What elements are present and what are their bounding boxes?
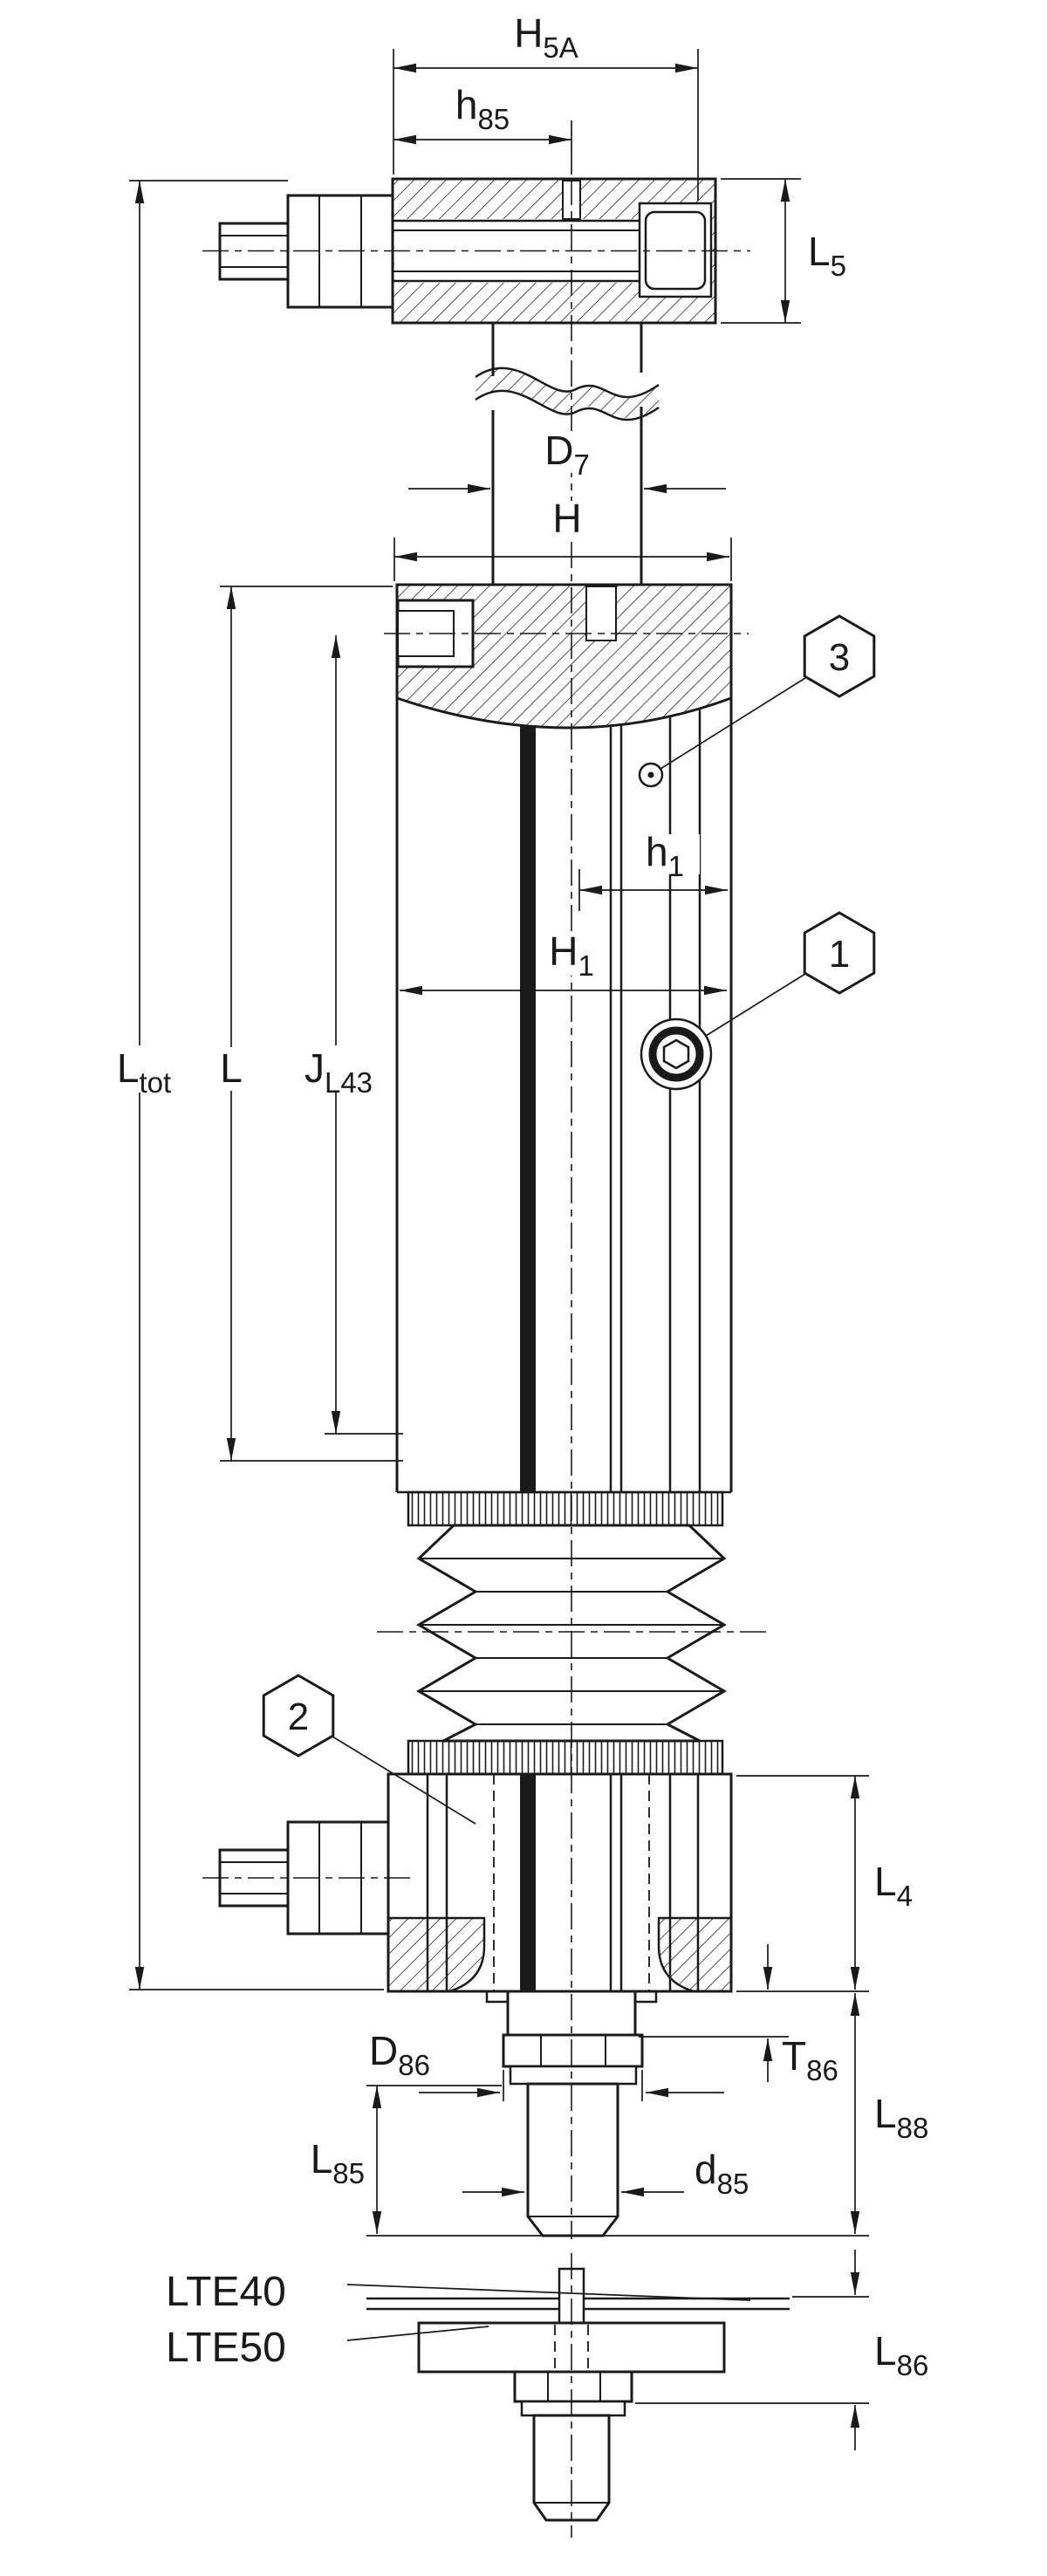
dim-label-D7: D7 — [544, 428, 590, 481]
callout-2: 2 — [262, 1674, 476, 1825]
callout-1-hexagon — [803, 911, 876, 995]
variant-labels: LTE40 LTE50 — [166, 2269, 286, 2371]
callout-2-number: 2 — [288, 1696, 309, 1738]
dim-label-d85: d85 — [695, 2147, 749, 2200]
dim-label-L88: L88 — [874, 2091, 928, 2144]
variant-label-lte50: LTE50 — [166, 2325, 286, 2371]
lower-block-assembly — [387, 1772, 733, 2004]
label-backgrounds — [98, 431, 700, 1093]
centerlines — [202, 179, 766, 2538]
dim-label-L4: L4 — [874, 1859, 913, 1912]
knurl-band-top — [407, 1490, 724, 1527]
callout-2-hexagon — [262, 1674, 335, 1757]
dim-label-L: L — [220, 1045, 243, 1091]
dimension-labels: H5A h85 L5 D7 H h1 H1 Ltot L JL43 L4 T86… — [117, 10, 928, 2381]
actuator-housing — [395, 583, 733, 1494]
dim-label-H5A: H5A — [514, 10, 578, 64]
vent-port — [638, 762, 664, 788]
dim-label-Ltot: Ltot — [117, 1045, 171, 1099]
dim-label-D86: D86 — [369, 2028, 430, 2081]
dim-label-L5: L5 — [808, 229, 846, 282]
callout-3: 3 — [660, 614, 876, 770]
callout-3-hexagon — [803, 614, 876, 698]
dim-label-h1: h1 — [646, 829, 684, 882]
dim-label-L86: L86 — [874, 2328, 928, 2381]
callout-3-number: 3 — [829, 636, 850, 679]
knurl-band-bottom — [407, 1739, 724, 1776]
callout-1: 1 — [705, 911, 876, 1037]
dim-label-H1: H1 — [549, 928, 594, 982]
dim-label-h85: h85 — [455, 82, 510, 135]
mounting-plate-variants — [346, 2267, 790, 2522]
dim-label-H: H — [552, 496, 581, 541]
variant-label-lte40: LTE40 — [166, 2269, 286, 2315]
dim-label-L85: L85 — [311, 2136, 365, 2189]
extension-lines — [129, 49, 869, 2404]
dim-label-T86: T86 — [782, 2033, 838, 2086]
callout-1-number: 1 — [829, 933, 850, 976]
lubrication-screw — [640, 1017, 713, 1091]
dim-label-JL43: JL43 — [305, 1045, 373, 1099]
dimension-lines — [134, 63, 860, 2450]
threaded-stud — [502, 1990, 644, 2237]
